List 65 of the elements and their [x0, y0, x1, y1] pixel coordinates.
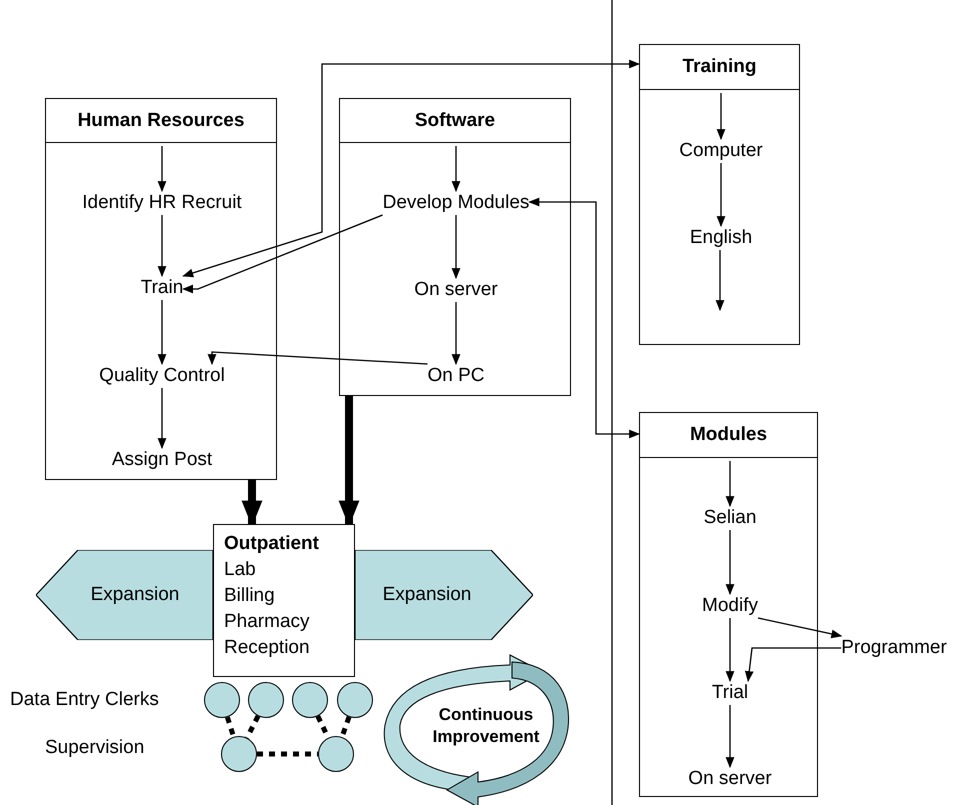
circle-node: [221, 736, 257, 772]
arrow: [726, 530, 734, 596]
dotted-line: [340, 716, 352, 738]
arrow: [452, 215, 460, 280]
list-box: [213, 524, 355, 677]
step-label: Identify HR Recruit: [82, 191, 242, 215]
arrow: [182, 60, 640, 278]
group-heading: Software: [340, 99, 570, 143]
arrow: [716, 93, 726, 140]
arrow: [716, 250, 724, 312]
step-label: On server: [414, 278, 498, 302]
dotted-line: [225, 716, 236, 738]
step-label: Modify: [702, 594, 758, 618]
arrow: [452, 302, 460, 366]
group-heading: Human Resources: [46, 99, 276, 143]
step-label: Quality Control: [99, 364, 225, 388]
box-heading: Outpatient: [224, 532, 319, 556]
cycle-label: Continuous Improvement: [421, 704, 551, 748]
circle-node: [318, 736, 354, 772]
group-heading: Modules: [640, 413, 817, 458]
arrow: [158, 146, 166, 192]
list-item: Pharmacy: [224, 610, 310, 634]
group-panel: [339, 98, 571, 396]
group-panel: [45, 98, 277, 480]
circle-node: [337, 682, 373, 718]
arrow: [182, 214, 383, 294]
step-label: Selian: [704, 506, 756, 530]
step-label: Train: [140, 276, 184, 300]
step-label: On server: [688, 767, 772, 791]
arrow: [338, 396, 360, 527]
step-label: English: [690, 226, 752, 250]
shape-label: Expansion: [382, 584, 472, 606]
dotted-line: [257, 752, 318, 756]
step-label: Trial: [712, 681, 748, 705]
step-label: Computer: [679, 139, 763, 163]
arrow: [716, 163, 726, 228]
list-item: Billing: [224, 584, 275, 608]
group-heading: Training: [640, 45, 799, 90]
dotted-line: [244, 714, 260, 740]
arrow: [158, 300, 166, 366]
step-label: Programmer: [841, 636, 947, 660]
arrow: [158, 215, 166, 278]
step-label: Assign Post: [112, 448, 212, 472]
arrow: [726, 618, 734, 682]
arrow: [242, 480, 262, 527]
arrow: [758, 617, 842, 638]
circle-node: [292, 682, 328, 718]
group-panel: [639, 44, 800, 345]
arrow: [158, 388, 166, 450]
arrow: [452, 146, 460, 192]
circle-node: [248, 682, 284, 718]
arrow: [726, 461, 734, 508]
text-label: Supervision: [45, 736, 144, 760]
step-label: On PC: [427, 364, 485, 388]
arrow: [744, 647, 842, 682]
step-label: Develop Modules: [382, 191, 530, 215]
shape-label: Expansion: [90, 584, 180, 606]
list-item: Reception: [224, 636, 310, 660]
text-label: Data Entry Clerks: [10, 688, 159, 712]
list-item: Lab: [224, 558, 256, 582]
arrow: [208, 351, 428, 366]
circle-node: [204, 682, 240, 718]
arrow: [528, 198, 640, 438]
group-panel: [639, 412, 818, 797]
arrow: [726, 705, 734, 768]
